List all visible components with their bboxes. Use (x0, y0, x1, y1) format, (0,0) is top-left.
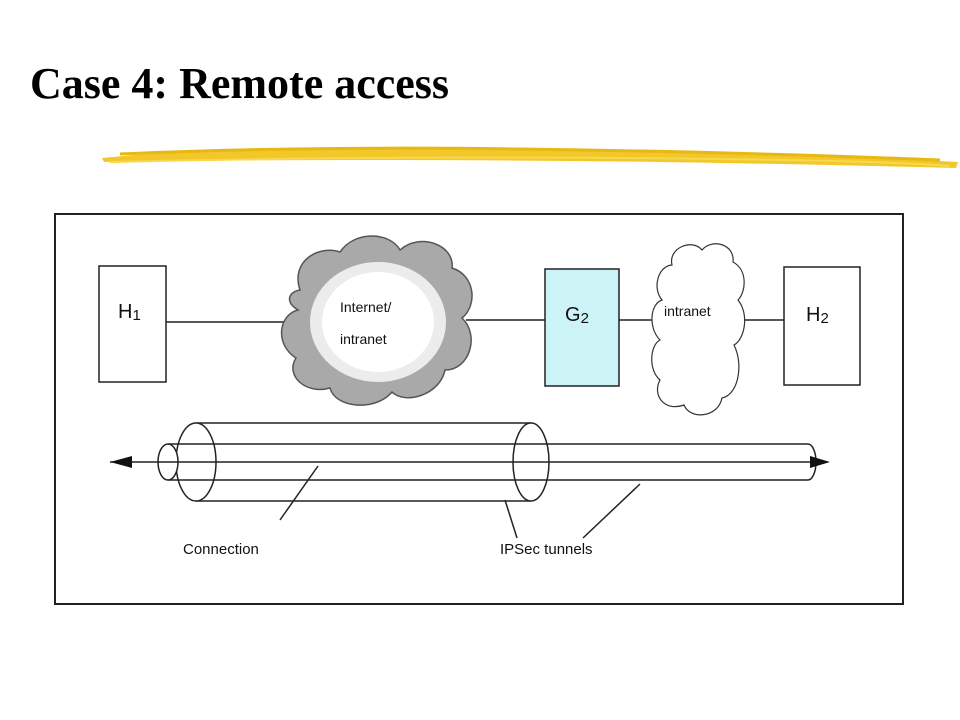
connection-label: Connection (183, 541, 259, 558)
internet-cloud-label-line2: intranet (340, 331, 387, 347)
title-underline-brush (102, 146, 958, 168)
gateway-g2-label: G2 (565, 304, 589, 327)
intranet-cloud: intranet (651, 243, 746, 416)
figure-frame-right-edge (902, 213, 904, 605)
internet-cloud-label-line1: Internet/ (340, 299, 391, 315)
arrowhead-right (810, 456, 830, 468)
arrowhead-left (110, 456, 132, 468)
host-h1: H1 (98, 265, 167, 383)
page-title: Case 4: Remote access (30, 59, 450, 108)
gateway-g2: G2 (544, 268, 620, 387)
figure-frame (54, 213, 904, 605)
ipsec-tunnels-label: IPSec tunnels (500, 541, 593, 558)
host-h2-label: H2 (806, 304, 829, 327)
host-h1-label: H1 (118, 301, 141, 324)
connection-arrowheads (110, 456, 830, 468)
host-h2: H2 (783, 266, 861, 386)
internet-intranet-cloud: Internet/ intranet (280, 235, 473, 406)
label-pointers (279, 465, 641, 539)
intranet-cloud-label: intranet (664, 303, 711, 319)
